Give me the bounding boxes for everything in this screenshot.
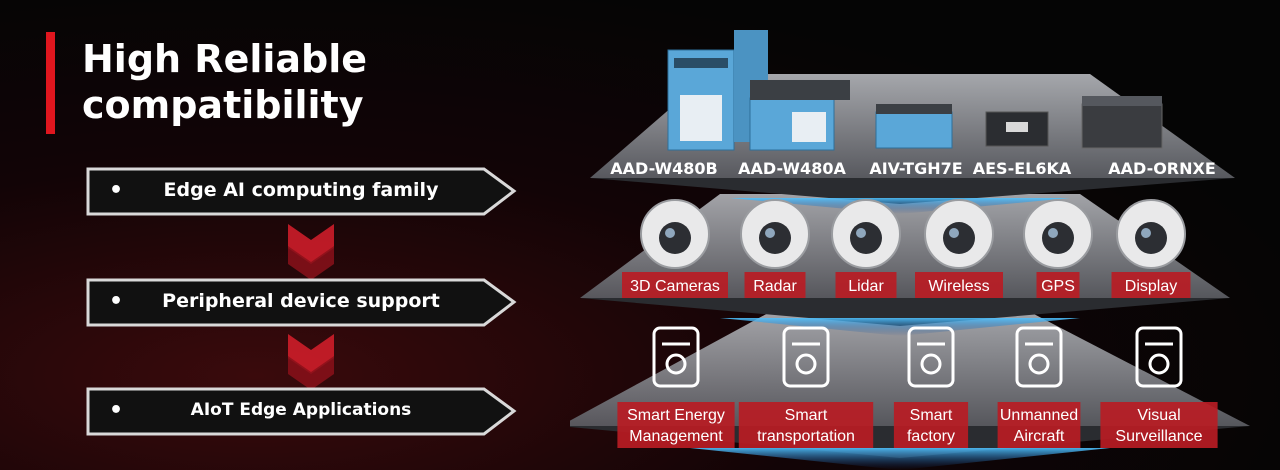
device-aad-ornxe-icon: [1081, 96, 1163, 149]
peripheral-item: Radar: [740, 199, 810, 298]
chevron-frame-icon: [86, 278, 517, 327]
peripheral-item: Lidar: [831, 199, 901, 298]
step-bullet: •: [108, 288, 124, 314]
device-aad-w480a-icon: [749, 80, 850, 151]
product-label: AES-EL6KA: [973, 159, 1072, 178]
display-icon: [1116, 199, 1186, 269]
title-line-2: compatibility: [82, 83, 364, 127]
wireless-icon: [924, 199, 994, 269]
application-row: Smart EnergyManagementSmarttransportatio…: [617, 326, 1218, 448]
application-label-line2: factory: [907, 428, 955, 445]
step-label: AIoT Edge Applications: [190, 400, 412, 420]
accent-bar: [46, 32, 55, 134]
peripheral-label: GPS: [1041, 278, 1075, 295]
product-label: AAD-W480B: [610, 159, 718, 178]
peripheral-row: 3D Cameras Radar Lidar Wireless GPS Display: [622, 199, 1191, 298]
application-label-line1: Smart Energy: [627, 407, 725, 424]
title-line-1: High Reliable: [82, 37, 368, 81]
step-peripheral-support: • Peripheral device support: [86, 278, 517, 327]
product-label: AIV-TGH7E: [869, 159, 962, 178]
cctv-camera-icon: [1135, 326, 1183, 388]
step-bullet: •: [108, 177, 124, 203]
radar-icon: [740, 199, 810, 269]
application-label-line1: Unmanned: [1000, 407, 1078, 424]
chevron-frame-icon: [86, 387, 517, 436]
application-label-line2: Aircraft: [1014, 428, 1065, 445]
application-label-line2: Surveillance: [1115, 428, 1202, 445]
peripheral-item: GPS: [1023, 199, 1093, 298]
application-label-line1: Smart: [910, 407, 953, 424]
product-label: AAD-W480A: [738, 159, 846, 178]
robot-arm-icon: [907, 326, 955, 388]
application-label-line1: Visual: [1137, 407, 1180, 424]
application-label-line2: transportation: [757, 428, 855, 445]
drone-icon: [1015, 326, 1063, 388]
down-chevron-icon: [288, 224, 334, 280]
connected-car-icon: [782, 326, 830, 388]
step-edge-ai-family: • Edge AI computing family: [86, 167, 517, 216]
application-item: Smart transportation: [738, 326, 874, 448]
peripheral-label: Radar: [753, 278, 797, 295]
application-item: Smart factory: [893, 326, 969, 448]
step-label: Edge AI computing family: [163, 179, 439, 201]
tier-pyramid: AAD-W480B AAD-W480A AIV-TGH7E AES-EL6KA AAD-…: [570, 30, 1250, 470]
application-label-line2: Management: [629, 428, 723, 445]
peripheral-label: Wireless: [928, 278, 989, 295]
product-labels: AAD-W480B AAD-W480A AIV-TGH7E AES-EL6KA AAD-…: [610, 159, 1216, 178]
dome-camera-icon: [640, 199, 710, 269]
step-bullet: •: [108, 397, 124, 423]
down-chevron-icon: [288, 334, 334, 390]
peripheral-label: 3D Cameras: [630, 278, 720, 295]
peripheral-item: Display: [1111, 199, 1191, 298]
gps-icon: [1023, 199, 1093, 269]
peripheral-label: Lidar: [848, 278, 884, 295]
peripheral-item: Wireless: [915, 199, 1003, 298]
application-label-line1: Smart: [785, 407, 828, 424]
peripheral-item: 3D Cameras: [622, 199, 728, 298]
device-aiv-tgh7e-icon: [875, 104, 953, 149]
ev-charger-icon: [652, 326, 700, 388]
device-aes-el6ka-icon: [985, 111, 1049, 147]
step-label: Peripheral device support: [162, 290, 440, 312]
product-devices: [667, 30, 1163, 151]
step-aiot-applications: • AIoT Edge Applications: [86, 387, 517, 436]
page-title: High Reliable compatibility: [82, 36, 502, 128]
product-label: AAD-ORNXE: [1108, 159, 1216, 178]
peripheral-label: Display: [1125, 278, 1177, 295]
lidar-icon: [831, 199, 901, 269]
chevron-frame-icon: [86, 167, 517, 216]
